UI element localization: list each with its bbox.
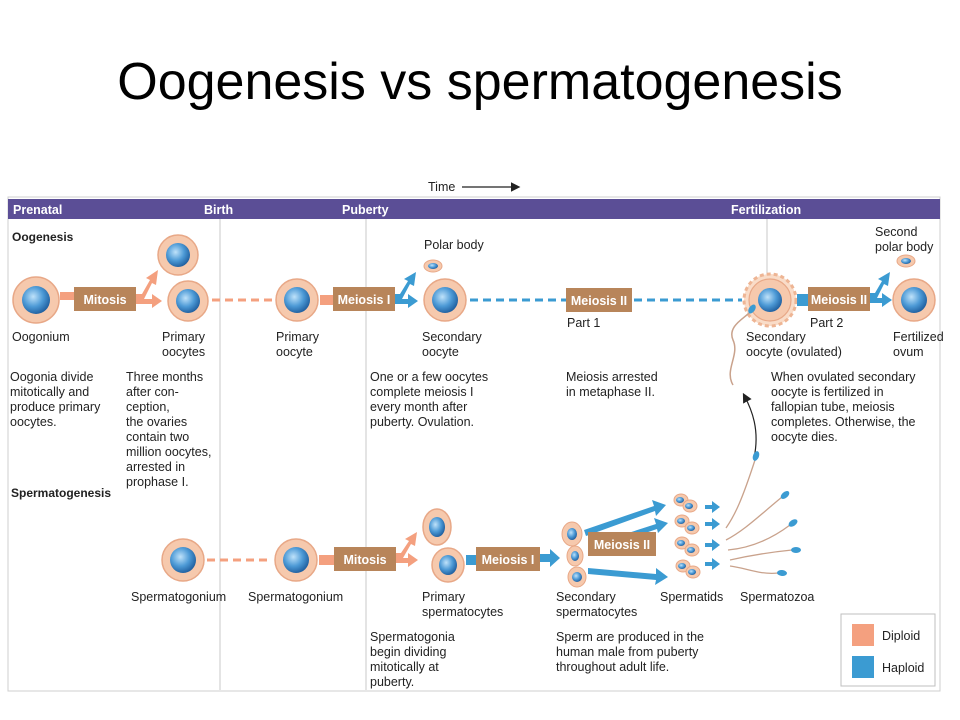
legend-diploid-label: Diploid: [882, 629, 920, 643]
sp-diploid-arrow-up: [396, 532, 417, 558]
svg-text:Meiosis I: Meiosis I: [482, 553, 535, 567]
diploid-arrow-up: [136, 270, 158, 299]
fertilized-ovum: [892, 278, 936, 322]
sp-diploid-arrow-right: [396, 553, 418, 567]
oogonium-label: Oogonium: [12, 330, 70, 344]
fertilizing-sperm-head: [748, 304, 756, 314]
legend: Diploid Haploid: [840, 613, 936, 687]
header-puberty: Puberty: [342, 203, 389, 217]
secondary-spermatocytes: [561, 521, 587, 588]
diploid-connector: [60, 292, 74, 300]
ovulated-secondary-oocyte: [742, 272, 798, 328]
primary-oocyte-label: Primary oocyte: [276, 330, 323, 359]
svg-text:Meiosis II: Meiosis II: [594, 538, 650, 552]
svg-text:Meiosis II: Meiosis II: [811, 293, 867, 307]
haploid-arrow-up: [395, 272, 416, 299]
primary-oocyte-bottom: [167, 280, 209, 322]
primary-oocyte-top: [157, 234, 199, 276]
ovulated-oocyte-label: Secondary oocyte (ovulated): [746, 330, 842, 359]
sp-fan-arrow-1: [584, 500, 666, 536]
header-prenatal: Prenatal: [13, 203, 62, 217]
oo-note-puberty: One or a few oocytes complete meiosis I …: [370, 370, 492, 429]
oo-mitosis-box: Mitosis: [74, 287, 136, 311]
fertilized-ovum-label: Fertilized ovum: [893, 330, 947, 359]
timeline-header-bar: [8, 199, 940, 219]
oo-note-prenatal: Three months after con- ception, the ova…: [126, 370, 215, 489]
header-fertilization: Fertilization: [731, 203, 801, 217]
spermatogonium-puberty: [274, 538, 318, 582]
spermatogonium-label-2: Spermatogonium: [248, 590, 343, 604]
svg-text:Meiosis I: Meiosis I: [338, 293, 391, 307]
sp-meiosis2-box: Meiosis II: [588, 532, 656, 556]
haploid-arrow-right-2: [870, 293, 892, 307]
sperm-to-oocyte-arrow: [742, 392, 757, 459]
primary-spermatocytes: [422, 508, 465, 583]
haploid-arrow-right: [395, 294, 418, 308]
header-birth: Birth: [204, 203, 233, 217]
primary-oocytes-label: Primary oocytes: [162, 330, 209, 359]
haploid-arrow-up-2: [870, 272, 890, 298]
diploid-arrow-right: [136, 294, 162, 308]
haploid-connector: [797, 294, 810, 306]
sp-meiosis1-box: Meiosis I: [476, 547, 540, 571]
oo-note-fertilization: When ovulated secondary oocyte is fertil…: [771, 370, 919, 444]
sp-haploid-connector: [466, 555, 478, 565]
sp-mitosis-box: Mitosis: [334, 547, 396, 571]
oogonium-cell: [12, 276, 60, 324]
secondary-spermatocytes-label: Secondary spermatocytes: [556, 590, 637, 619]
sp-diploid-connector: [319, 555, 335, 565]
sp-note-adult: Sperm are produced in the human male fro…: [556, 630, 708, 674]
oo-meiosis2-box: Meiosis II: [566, 288, 632, 312]
second-polar-body: [896, 254, 916, 268]
fertilizing-sperm-tail: [729, 311, 751, 386]
sp-note-puberty: Spermatogonia begin dividing mitotically…: [370, 630, 458, 689]
spermatogenesis-heading: Spermatogenesis: [11, 486, 111, 500]
time-label: Time: [428, 180, 455, 194]
legend-diploid-swatch: [852, 624, 874, 646]
oo-meiosis2-part2-box: Meiosis II: [808, 287, 870, 311]
secondary-oocyte-label: Secondary oocyte: [422, 330, 485, 359]
oogenesis-heading: Oogenesis: [12, 230, 74, 244]
spermatids-label: Spermatids: [660, 590, 723, 604]
polar-body-label: Polar body: [424, 238, 485, 252]
oo-note-oogonia: Oogonia divide mitotically and produce p…: [10, 370, 104, 429]
second-polar-body-label: Second polar body: [875, 225, 934, 254]
primary-spermatocytes-label: Primary spermatocytes: [422, 590, 503, 619]
spermatogonium-label-1: Spermatogonium: [131, 590, 226, 604]
svg-text:Meiosis II: Meiosis II: [571, 294, 627, 308]
legend-haploid-swatch: [852, 656, 874, 678]
oo-meiosis1-box: Meiosis I: [333, 287, 395, 311]
spermatozoa-label: Spermatozoa: [740, 590, 814, 604]
spermatids: [673, 493, 701, 579]
sp-fan-arrow-3: [588, 568, 668, 585]
spermatozoa: [725, 459, 793, 575]
polar-body: [423, 259, 443, 273]
diagram-frame: [7, 196, 941, 692]
secondary-oocyte: [423, 278, 467, 322]
legend-haploid-label: Haploid: [882, 661, 924, 675]
slide-title: Oogenesis vs spermatogenesis: [117, 53, 843, 111]
oo-note-metaphase: Meiosis arrested in metaphase II.: [566, 370, 661, 399]
sperm-heads: [752, 451, 801, 577]
diploid-connector-2: [320, 295, 334, 305]
part2-label: Part 2: [810, 316, 843, 330]
spermatogonium-prenatal: [161, 538, 205, 582]
svg-text:Mitosis: Mitosis: [83, 293, 126, 307]
spermatid-arrows: [705, 501, 720, 570]
svg-text:Mitosis: Mitosis: [343, 553, 386, 567]
part1-label: Part 1: [567, 316, 600, 330]
sp-haploid-arrow: [540, 549, 560, 567]
primary-oocyte-puberty: [275, 278, 319, 322]
